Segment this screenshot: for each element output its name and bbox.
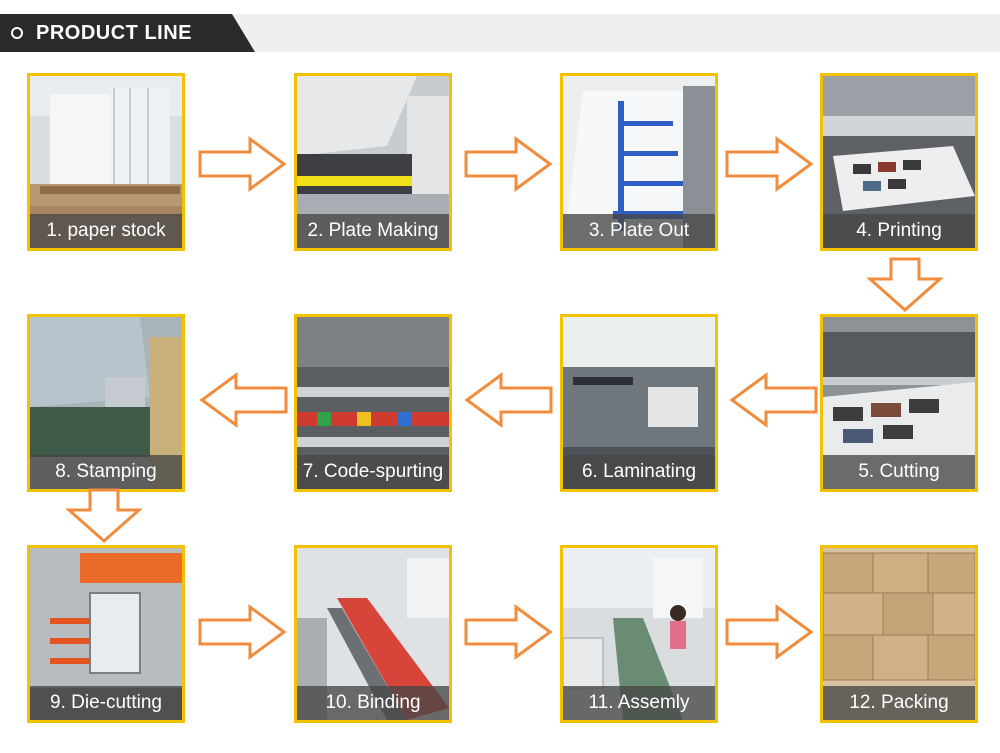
step-paper-stock: 1. paper stock xyxy=(27,73,185,251)
step-label: 6. Laminating xyxy=(563,455,715,489)
step-code-spurting: 7. Code-spurting xyxy=(294,314,452,492)
section-header: PRODUCT LINE xyxy=(0,0,1000,56)
arrow-right-icon xyxy=(198,136,287,192)
arrow-right-icon xyxy=(198,604,287,660)
arrow-right-icon xyxy=(725,136,814,192)
printing-photo xyxy=(823,76,975,248)
arrow-left-icon xyxy=(464,372,553,428)
arrow-left-icon xyxy=(199,372,288,428)
step-plate-out: 3. Plate Out xyxy=(560,73,718,251)
ring-icon xyxy=(11,27,23,39)
arrow-down-icon xyxy=(66,488,142,544)
header-tab xyxy=(0,14,255,52)
step-label: 3. Plate Out xyxy=(563,214,715,248)
step-laminating: 6. Laminating xyxy=(560,314,718,492)
step-label: 12. Packing xyxy=(823,686,975,720)
step-cutting: 5. Cutting xyxy=(820,314,978,492)
step-binding: 10. Binding xyxy=(294,545,452,723)
step-assemly: 11. Assemly xyxy=(560,545,718,723)
arrow-left-icon xyxy=(729,372,818,428)
step-stamping: 8. Stamping xyxy=(27,314,185,492)
step-plate-making: 2. Plate Making xyxy=(294,73,452,251)
page-title: PRODUCT LINE xyxy=(36,22,192,44)
arrow-right-icon xyxy=(464,136,553,192)
step-label: 7. Code-spurting xyxy=(297,455,449,489)
step-label: 8. Stamping xyxy=(30,455,182,489)
step-label: 9. Die-cutting xyxy=(30,686,182,720)
step-label: 10. Binding xyxy=(297,686,449,720)
arrow-right-icon xyxy=(725,604,814,660)
step-label: 11. Assemly xyxy=(563,686,715,720)
step-label: 1. paper stock xyxy=(30,214,182,248)
step-label: 2. Plate Making xyxy=(297,214,449,248)
arrow-down-icon xyxy=(867,257,943,313)
step-packing: 12. Packing xyxy=(820,545,978,723)
step-label: 5. Cutting xyxy=(823,455,975,489)
step-printing: 4. Printing xyxy=(820,73,978,251)
arrow-right-icon xyxy=(464,604,553,660)
step-die-cutting: 9. Die-cutting xyxy=(27,545,185,723)
step-label: 4. Printing xyxy=(823,214,975,248)
